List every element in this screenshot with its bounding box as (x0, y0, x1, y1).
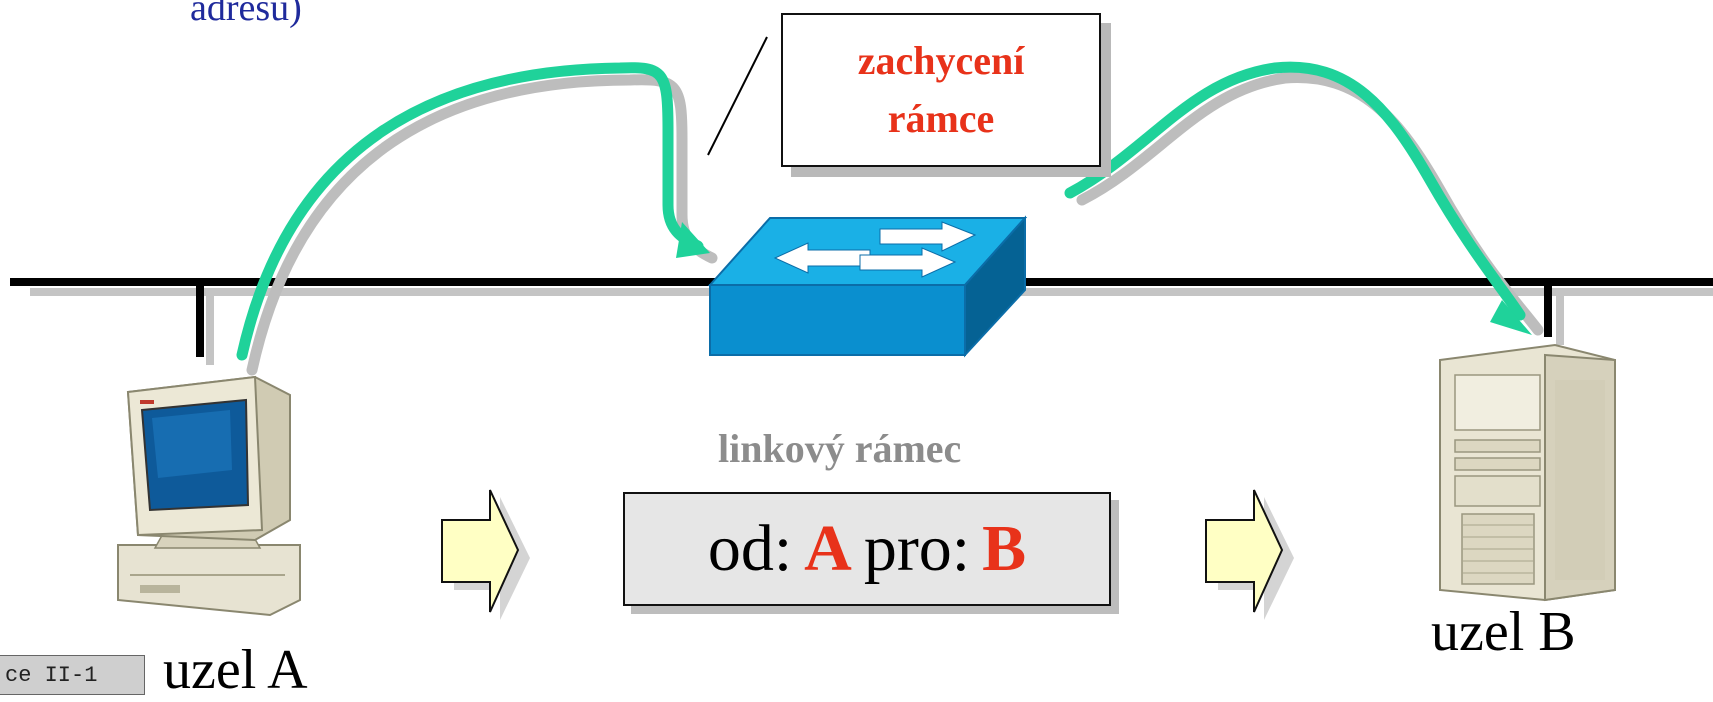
to-address: B (982, 512, 1027, 585)
node-b-label: uzel B (1431, 601, 1576, 663)
block-arrow-icon (441, 489, 530, 620)
top-note-text: adresu) (190, 0, 302, 29)
callout-line-2: rámce (887, 96, 995, 141)
frame-box: od: A pro: B (623, 492, 1111, 606)
network-switch-icon (707, 215, 1028, 358)
to-label: pro: (863, 512, 971, 585)
diagram-canvas (10, 36, 1713, 620)
server-tower-icon (1439, 343, 1616, 602)
frame-path-arrow (236, 61, 1544, 376)
from-address: A (804, 512, 852, 585)
block-arrow-icon (1205, 489, 1294, 620)
callout-pointer (707, 36, 768, 156)
from-label: od: (707, 512, 793, 585)
callout-line-1: zachycení (857, 38, 1025, 83)
capture-callout: zachycení rámce (781, 13, 1101, 167)
frame-title: linkový rámec (718, 426, 962, 471)
slide-tag: ce II-1 (0, 655, 145, 695)
desktop-computer-icon (117, 375, 301, 617)
node-a-label: uzel A (163, 639, 308, 701)
